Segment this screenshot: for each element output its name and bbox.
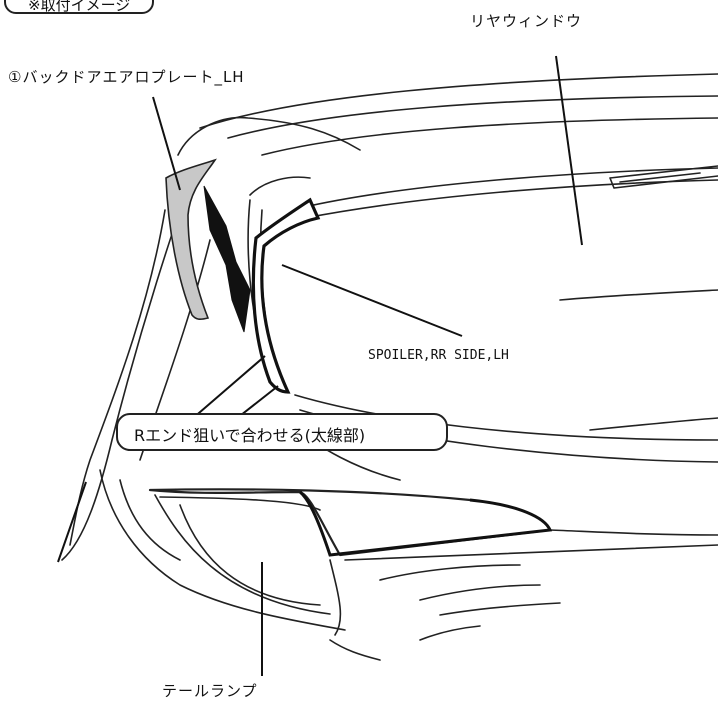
label-back-door-aero-plate: ①バックドアエアロプレート_LH — [8, 68, 245, 86]
tail-lamp-outline — [148, 488, 552, 557]
label-rear-window: リヤウィンドウ — [470, 12, 583, 30]
roof-inner-line — [227, 95, 718, 139]
spoiler-lip — [177, 116, 361, 156]
leader-rear-window — [555, 55, 583, 246]
leader-spoiler — [281, 264, 463, 337]
header-tag-text: ※取付イメージ — [28, 0, 131, 14]
spoiler-thick-outline — [251, 197, 321, 394]
callout-text: Rエンド狙いで合わせる(太線部) — [134, 426, 366, 445]
leader-lower-left — [57, 481, 87, 563]
label-spoiler: SPOILER,RR SIDE,LH — [368, 348, 509, 363]
rear-window-outline — [299, 167, 718, 209]
label-tail-lamp: テールランプ — [162, 682, 258, 700]
roof-outline — [199, 73, 718, 129]
tail-lamp-thick-edge — [298, 490, 553, 557]
callout-box — [116, 413, 448, 451]
leader-callout-1 — [191, 355, 266, 420]
spoiler-dark-part — [203, 185, 251, 333]
back-door-aero-plate — [165, 158, 217, 321]
brake-light — [609, 165, 718, 189]
leader-back-door-plate — [152, 96, 181, 191]
